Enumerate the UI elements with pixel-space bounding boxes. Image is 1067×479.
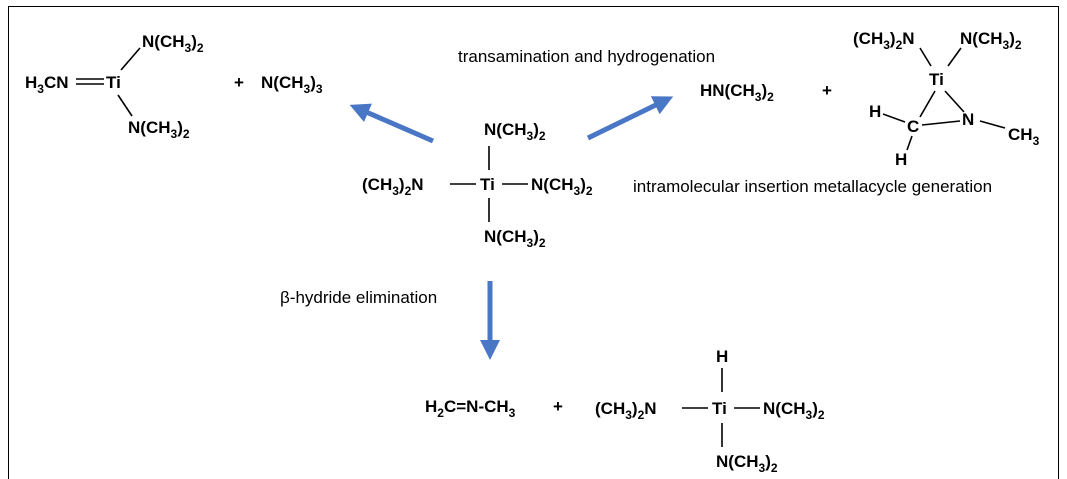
bond	[944, 90, 965, 113]
metallacycle-right-ligand: N(CH3)2	[960, 29, 1022, 52]
plus-sign: +	[822, 81, 832, 100]
imido-ti: Ti	[106, 73, 121, 92]
metallacycle-label: intramolecular insertion metallacycle ge…	[633, 177, 992, 196]
central-top-ligand: N(CH3)2	[484, 120, 546, 143]
hydride-ti: Ti	[712, 399, 727, 418]
central-ti: Ti	[480, 175, 495, 194]
metallacycle-h-upper: H	[869, 102, 881, 121]
arrow-to-imido	[349, 103, 434, 144]
bond	[906, 135, 913, 151]
metallacycle-h-lower: H	[895, 150, 907, 169]
metallacycle-left-ligand: (CH3)2N	[853, 29, 915, 52]
hydride-bottom-ligand: N(CH3)2	[716, 452, 778, 475]
central-bottom-ligand: N(CH3)2	[484, 227, 546, 250]
figure-frame	[8, 6, 1059, 479]
imido-top-ligand: N(CH3)2	[142, 32, 204, 55]
metallacycle-product: (CH3)2N N(CH3)2 Ti H C N CH3 H	[853, 29, 1040, 169]
hydride-left-ligand: (CH3)2N	[595, 399, 657, 422]
dimethylamine: HN(CH3)2	[700, 81, 774, 104]
central-left-ligand: (CH3)2N	[362, 175, 424, 198]
hydride-right-ligand: N(CH3)2	[763, 399, 825, 422]
bond	[919, 90, 936, 118]
imido-bottom-ligand: N(CH3)2	[128, 118, 190, 141]
hydride-product: H (CH3)2N Ti N(CH3)2 N(CH3)2	[595, 347, 825, 475]
imido-methylamine: H3CN	[25, 73, 69, 96]
trimethylamine: N(CH3)3	[261, 73, 323, 96]
beta-hydride-label: β-hydride elimination	[280, 288, 437, 307]
bond	[947, 47, 962, 67]
central-ti-complex: N(CH3)2 (CH3)2N Ti N(CH3)2 N(CH3)2	[362, 120, 593, 250]
arrow-to-metallacycle	[586, 96, 674, 141]
bond	[979, 120, 1006, 129]
transamination-label: transamination and hydrogenation	[458, 47, 715, 66]
bond	[120, 47, 141, 71]
bond	[117, 94, 133, 117]
plus-sign: +	[234, 73, 244, 92]
plus-sign: +	[553, 397, 563, 416]
metallacycle-carbon: C	[907, 117, 919, 136]
hydride-h: H	[716, 347, 728, 366]
bond	[919, 47, 932, 67]
metallacycle-methyl: CH3	[1008, 125, 1040, 148]
bond	[882, 113, 906, 123]
bond	[921, 120, 961, 126]
metallacycle-ti: Ti	[929, 70, 944, 89]
metallacycle-nitrogen: N	[962, 110, 974, 129]
central-right-ligand: N(CH3)2	[531, 175, 593, 198]
imido-product: N(CH3)2 H3CN Ti N(CH3)2	[25, 32, 204, 141]
methanimine-product: H2C=N-CH3	[425, 397, 516, 420]
